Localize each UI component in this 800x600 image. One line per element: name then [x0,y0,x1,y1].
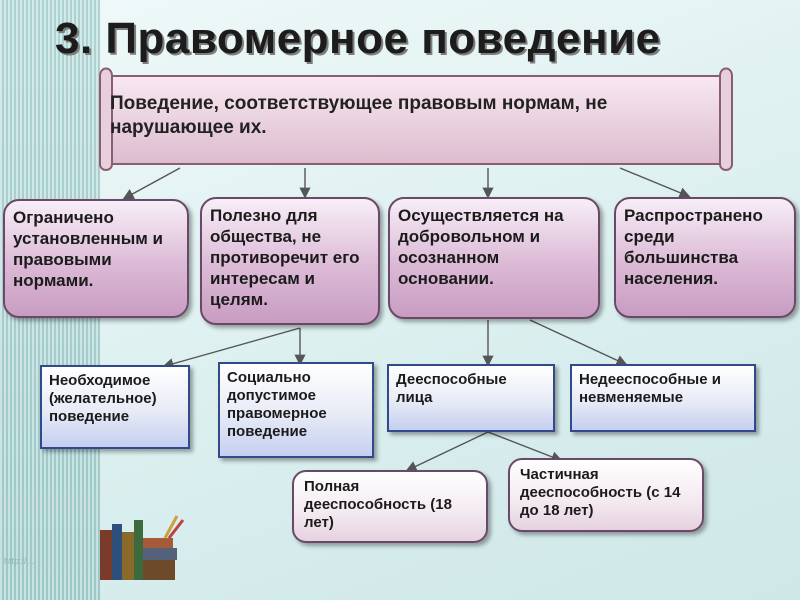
feature-voluntary: Осуществляется на добровольном и осознан… [388,197,600,319]
capacity-partial: Частичная дееспособность (с 14 до 18 лет… [508,458,704,532]
kind-necessary: Необходимое (желательное) поведение [40,365,190,449]
arrow-feature-2-to-kind-1 [162,327,301,370]
scroll-shape [99,67,733,171]
arrow-kind-3-to-capacity-2 [487,431,563,463]
arrow-kind-3-to-capacity-1 [405,431,489,472]
capacity-full: Полная дееспособность (18 лет) [292,470,488,543]
slide-title: 3. Правомерное поведение [55,14,661,63]
books-icon [100,515,185,580]
kind-capable: Дееспособные лица [387,364,555,432]
kind-incapable: Недееспособные и невменяемые [570,364,756,432]
definition-scroll [92,64,740,171]
arrow-feature-3-to-kind-4 [529,319,628,366]
footer-url: http://... [4,556,35,566]
feature-limited: Ограничено установленным и правовыми нор… [3,199,189,318]
arrow-def-to-feature-1 [122,167,181,200]
arrow-def-to-feature-4 [619,167,691,198]
feature-widespread: Распространено среди большинства населен… [614,197,796,318]
kind-socially-acceptable: Социально допустимое правомерное поведен… [218,362,374,458]
definition-text: Поведение, соответствующее правовым норм… [110,93,608,138]
books-illustration [95,510,185,585]
feature-useful: Полезно для общества, не противоречит ег… [200,197,380,325]
